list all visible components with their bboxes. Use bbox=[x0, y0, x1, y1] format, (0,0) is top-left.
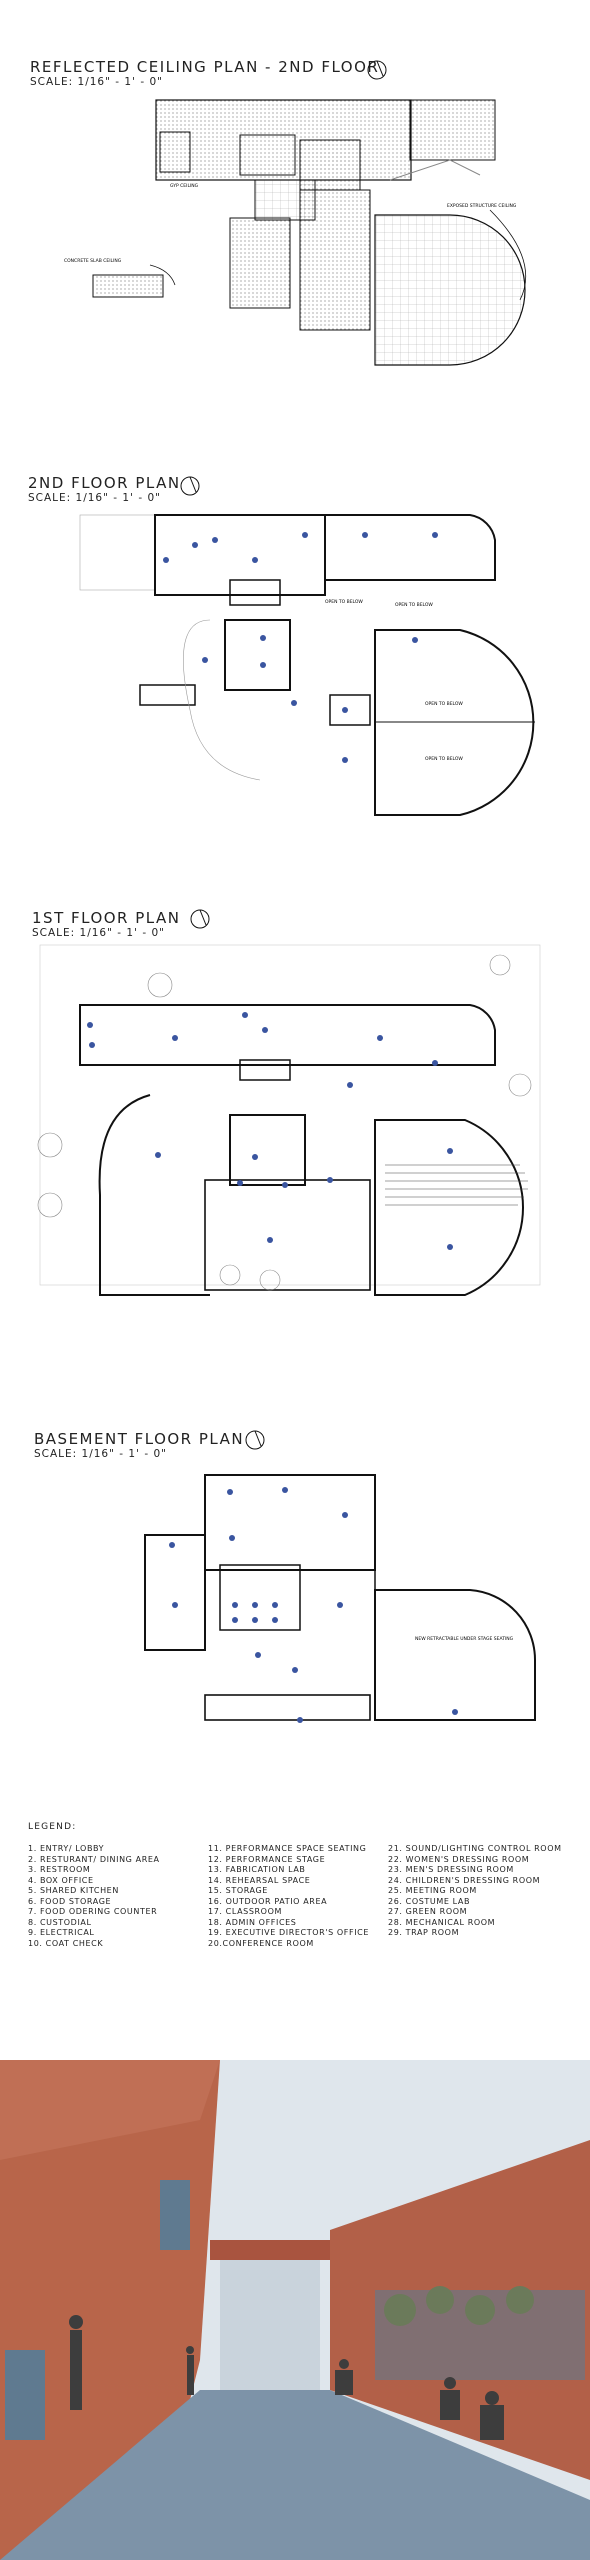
first-floor-title: 1ST FLOOR PLAN bbox=[32, 909, 181, 927]
room-markers bbox=[87, 1012, 453, 1250]
legend-item: 29. TRAP ROOM bbox=[388, 1928, 460, 1937]
north-arrow-icon bbox=[367, 60, 387, 80]
retractable-seating-note: NEW RETRACTABLE UNDER STAGE SEATING bbox=[415, 1636, 514, 1642]
legend-title: LEGEND: bbox=[28, 1822, 77, 1832]
legend-item: 24. CHILDREN'S DRESSING ROOM bbox=[388, 1875, 541, 1885]
basement-drawing: NEW RETRACTABLE UNDER STAGE SEATING bbox=[144, 1430, 537, 1723]
second-floor-drawing: OPEN TO BELOW OPEN TO BELOW OPEN TO BELO… bbox=[79, 476, 535, 816]
basement-sheet: BASEMENT FLOOR PLAN SCALE: 1/16" - 1' - … bbox=[0, 1420, 590, 1750]
north-arrow-icon bbox=[180, 476, 200, 496]
courtyard-image bbox=[0, 2060, 590, 2560]
legend-item: 22. WOMEN'S DRESSING ROOM bbox=[388, 1854, 530, 1864]
legend-item: 14. REHEARSAL SPACE bbox=[208, 1875, 311, 1885]
legend-item: 19. EXECUTIVE DIRECTOR'S OFFICE bbox=[208, 1928, 369, 1937]
ceiling-plan-sheet: REFLECTED CEILING PLAN - 2ND FLOOR SCALE… bbox=[0, 0, 590, 400]
legend-item: 8. CUSTODIAL bbox=[28, 1917, 92, 1927]
legend-item: 23. MEN'S DRESSING ROOM bbox=[388, 1865, 514, 1874]
plants bbox=[384, 2286, 534, 2326]
ceiling-plan-scale: SCALE: 1/16" - 1' - 0" bbox=[30, 76, 163, 88]
first-floor-scale: SCALE: 1/16" - 1' - 0" bbox=[32, 927, 165, 939]
legend-item: 27. GREEN ROOM bbox=[388, 1907, 468, 1916]
legend-item: 11. PERFORMANCE SPACE SEATING bbox=[208, 1844, 367, 1853]
legend: LEGEND: 1. ENTRY/ LOBBY 2. RESTURANT/ DI… bbox=[28, 1822, 568, 1949]
gyp-ceiling-note: GYP CEILING bbox=[170, 183, 199, 189]
exposed-ceiling-note: EXPOSED STRUCTURE CEILING bbox=[447, 203, 517, 209]
ceiling-plan-title: REFLECTED CEILING PLAN - 2ND FLOOR bbox=[30, 58, 380, 76]
second-floor-sheet: 2ND FLOOR PLAN SCALE: 1/16" - 1' - 0" OP… bbox=[0, 460, 590, 840]
legend-item: 1. ENTRY/ LOBBY bbox=[28, 1844, 105, 1853]
first-floor-drawing bbox=[37, 909, 541, 1296]
open-below-3: OPEN TO BELOW bbox=[425, 701, 463, 707]
concrete-ceiling-note: CONCRETE SLAB CEILING bbox=[64, 258, 122, 264]
open-below-2: OPEN TO BELOW bbox=[395, 602, 433, 608]
first-floor-sheet: 1ST FLOOR PLAN SCALE: 1/16" - 1' - 0" bbox=[0, 895, 590, 1325]
legend-item: 18. ADMIN OFFICES bbox=[208, 1917, 297, 1927]
legend-item: 12. PERFORMANCE STAGE bbox=[208, 1854, 326, 1864]
legend-item: 6. FOOD STORAGE bbox=[28, 1896, 112, 1906]
legend-item: 3. RESTROOM bbox=[28, 1865, 91, 1874]
legend-item: 9. ELECTRICAL bbox=[28, 1928, 95, 1937]
north-arrow-icon bbox=[245, 1430, 265, 1450]
second-floor-scale: SCALE: 1/16" - 1' - 0" bbox=[28, 492, 161, 504]
courtyard-rendering bbox=[0, 2060, 590, 2560]
legend-item: 25. MEETING ROOM bbox=[388, 1886, 477, 1895]
legend-col-2: 11. PERFORMANCE SPACE SEATING 12. PERFOR… bbox=[208, 1844, 388, 1949]
second-floor-title: 2ND FLOOR PLAN bbox=[28, 474, 181, 492]
legend-item: 7. FOOD ODERING COUNTER bbox=[28, 1907, 158, 1916]
open-below-4: OPEN TO BELOW bbox=[425, 756, 463, 762]
legend-item: 17. CLASSROOM bbox=[208, 1907, 282, 1916]
legend-col-1: 1. ENTRY/ LOBBY 2. RESTURANT/ DINING ARE… bbox=[28, 1844, 208, 1949]
people-figures bbox=[69, 2315, 504, 2440]
tree-icons bbox=[37, 954, 532, 1291]
room-markers bbox=[169, 1487, 458, 1723]
room-markers bbox=[163, 532, 438, 763]
legend-item: 4. BOX OFFICE bbox=[28, 1875, 94, 1885]
legend-item: 20.CONFERENCE ROOM bbox=[208, 1938, 314, 1948]
ceiling-plan-drawing: GYP CEILING EXPOSED STRUCTURE CEILING CO… bbox=[64, 60, 527, 366]
legend-item: 13. FABRICATION LAB bbox=[208, 1865, 306, 1874]
basement-scale: SCALE: 1/16" - 1' - 0" bbox=[34, 1448, 167, 1460]
legend-item: 28. MECHANICAL ROOM bbox=[388, 1917, 496, 1927]
legend-item: 10. COAT CHECK bbox=[28, 1938, 104, 1948]
open-below-1: OPEN TO BELOW bbox=[325, 599, 363, 605]
legend-item: 26. COSTUME LAB bbox=[388, 1896, 471, 1906]
legend-item: 15. STORAGE bbox=[208, 1886, 268, 1895]
legend-item: 16. OUTDOOR PATIO AREA bbox=[208, 1896, 328, 1906]
legend-item: 21. SOUND/LIGHTING CONTROL ROOM bbox=[388, 1844, 562, 1853]
legend-item: 2. RESTURANT/ DINING AREA bbox=[28, 1854, 160, 1864]
basement-title: BASEMENT FLOOR PLAN bbox=[34, 1430, 245, 1448]
north-arrow-icon bbox=[190, 909, 210, 929]
legend-item: 5. SHARED KITCHEN bbox=[28, 1886, 119, 1895]
legend-col-3: 21. SOUND/LIGHTING CONTROL ROOM 22. WOME… bbox=[388, 1844, 568, 1949]
